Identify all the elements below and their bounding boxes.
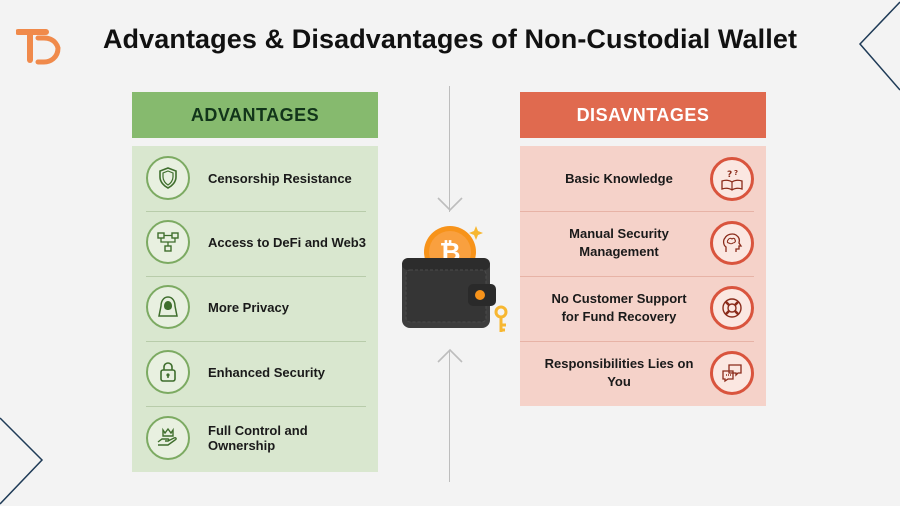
book-question-icon: ?? [710,157,754,201]
svg-text:?: ? [727,170,732,180]
disadvantage-label: Basic Knowledge [565,171,673,186]
disadvantage-label: No Customer Support for Fund Recovery [551,291,687,324]
lifebuoy-icon [710,286,754,330]
shield-icon [146,156,190,200]
connector-line-bottom [449,350,450,482]
advantage-label: Full Control and Ownership [208,423,308,453]
disadvantage-label: Manual Security Management [569,226,669,259]
advantage-item-more-privacy: More Privacy [132,283,378,331]
disadvantage-item-basic-knowledge: Basic Knowledge ?? [520,154,766,204]
arrow-up-icon [437,348,463,363]
advantage-label: Censorship Resistance [208,170,352,186]
divider [146,341,366,342]
corner-decoration [0,417,44,505]
disadvantage-item-no-support: No Customer Support for Fund Recovery [520,283,766,333]
advantage-item-enhanced-security: Enhanced Security [132,348,378,396]
advantages-heading: ADVANTAGES [132,92,378,138]
divider [520,211,754,212]
connector-line-top [449,86,450,212]
brain-head-icon [710,221,754,265]
advantage-label: Access to DeFi and Web3 [208,234,366,250]
divider [146,406,366,407]
page-title: Advantages & Disadvantages of Non-Custod… [102,24,798,54]
advantage-item-defi-web3: Access to DeFi and Web3 [132,218,378,266]
disadvantage-label: Responsibilities Lies on You [544,356,694,389]
advantage-item-censorship-resistance: Censorship Resistance [132,154,378,202]
divider [520,276,754,277]
svg-text:?: ? [734,169,738,177]
hooded-figure-icon [146,285,190,329]
bitcoin-wallet-icon: ₿ [402,226,508,332]
padlock-icon [146,350,190,394]
disadvantages-panel: Basic Knowledge ?? Manual Security Manag… [520,146,766,406]
corner-decoration [858,1,900,91]
advantages-panel: Censorship Resistance Access to DeFi and… [132,146,378,472]
disadvantage-item-responsibilities: Responsibilities Lies on You [520,348,766,398]
crown-hand-icon [146,416,190,460]
chat-bubbles-icon [710,351,754,395]
advantage-label: Enhanced Security [208,364,326,380]
disadvantages-heading: DISAVNTAGES [520,92,766,138]
divider [520,341,754,342]
brand-logo-icon [16,29,61,65]
divider [146,211,366,212]
advantage-item-full-control: Full Control and Ownership [132,414,378,462]
arrow-down-icon [437,197,463,212]
advantage-label: More Privacy [208,299,289,315]
network-nodes-icon [146,220,190,264]
divider [146,276,366,277]
disadvantage-item-manual-security: Manual Security Management [520,218,766,268]
